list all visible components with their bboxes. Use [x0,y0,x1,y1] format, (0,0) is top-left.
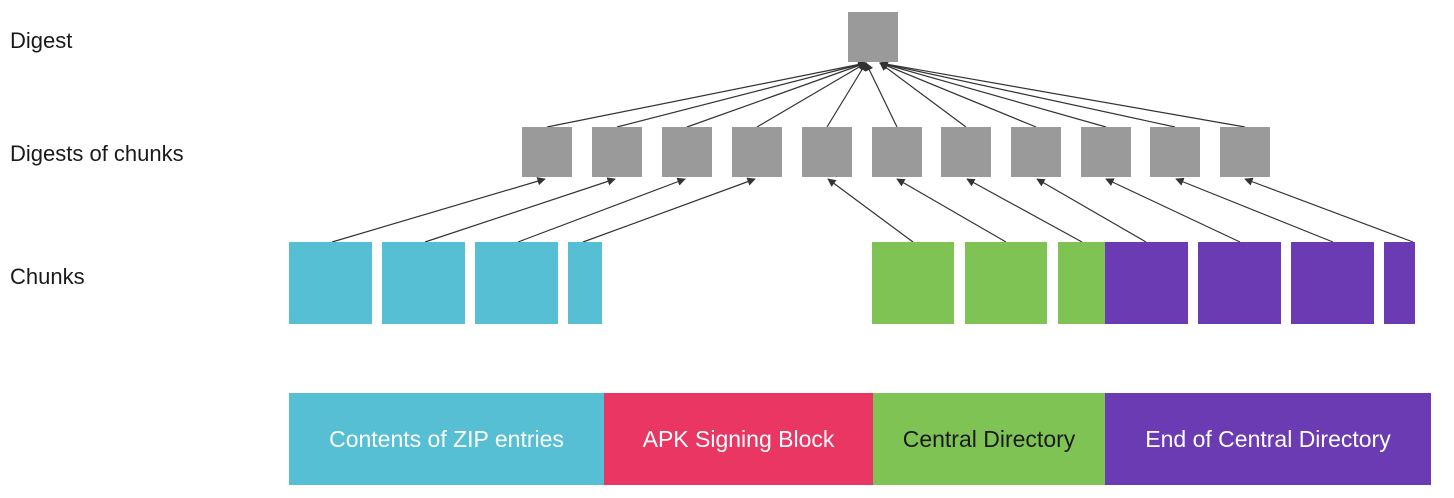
arrow-digest-11 [879,60,1246,128]
arrow-chunk-1 [331,177,546,243]
arrow-digest-1 [546,60,867,128]
segment-contents-of-zip-entries: Contents of ZIP entries [289,393,604,485]
arrow-chunk-4 [582,177,756,243]
segment-end-of-central-directory: End of Central Directory [1105,393,1431,485]
segment-label: Contents of ZIP entries [329,425,564,452]
chunk-eocd-3 [1291,242,1374,324]
chunk-digest-box-3 [662,127,712,177]
chunk-digest-box-7 [941,127,991,177]
chunk-digest-box-5 [802,127,852,177]
chunk-central-dir-1 [872,242,954,324]
arrow-digest-4 [756,62,867,128]
segment-apk-signing-block: APK Signing Block [604,393,873,485]
arrow-chunk-11 [1244,177,1414,243]
arrow-chunk-9 [1105,178,1241,243]
segment-label: End of Central Directory [1145,425,1391,452]
chunk-digest-box-11 [1220,127,1270,177]
arrow-digest-8 [879,61,1037,128]
chunk-contents-3 [475,242,558,324]
digest-row-label: Digest [10,28,73,53]
chunk-digest-box-9 [1081,127,1131,177]
segment-label: Central Directory [902,425,1076,452]
arrow-chunk-3 [517,177,686,243]
arrow-digest-5 [826,62,867,128]
arrow-digest-2 [616,60,867,128]
chunk-digest-box-10 [1150,127,1200,177]
chunk-digest-box-1 [522,127,572,177]
chunk-digest-box-4 [732,127,782,177]
arrow-chunk-8 [1036,178,1147,243]
chunk-eocd-1 [1105,242,1188,324]
arrow-chunk-6 [896,178,1007,243]
arrow-digest-3 [686,61,867,128]
digest-box [848,12,898,62]
arrow-chunk-5 [827,178,914,243]
arrow-digest-9 [879,61,1107,128]
chunk-central-dir-3 [1058,242,1105,324]
chunk-digest-box-6 [872,127,922,177]
arrow-chunk-7 [966,178,1083,243]
chunk-eocd-4 [1384,242,1415,324]
chunk-contents-1 [289,242,372,324]
digests-of-chunks-row-label: Digests of chunks [10,141,184,166]
segment-label: APK Signing Block [642,425,835,452]
arrow-digest-6 [865,62,898,128]
chunk-digest-box-8 [1011,127,1061,177]
arrow-digest-10 [879,60,1176,128]
chunk-central-dir-2 [965,242,1047,324]
segment-central-directory: Central Directory [873,393,1105,485]
chunks-row-label: Chunks [10,264,85,289]
chunk-eocd-2 [1198,242,1281,324]
arrow-digest-7 [879,62,967,128]
chunk-contents-2 [382,242,465,324]
arrow-chunk-10 [1175,177,1334,243]
chunk-contents-4 [568,242,602,324]
chunk-digest-box-2 [592,127,642,177]
arrow-chunk-2 [424,177,616,243]
